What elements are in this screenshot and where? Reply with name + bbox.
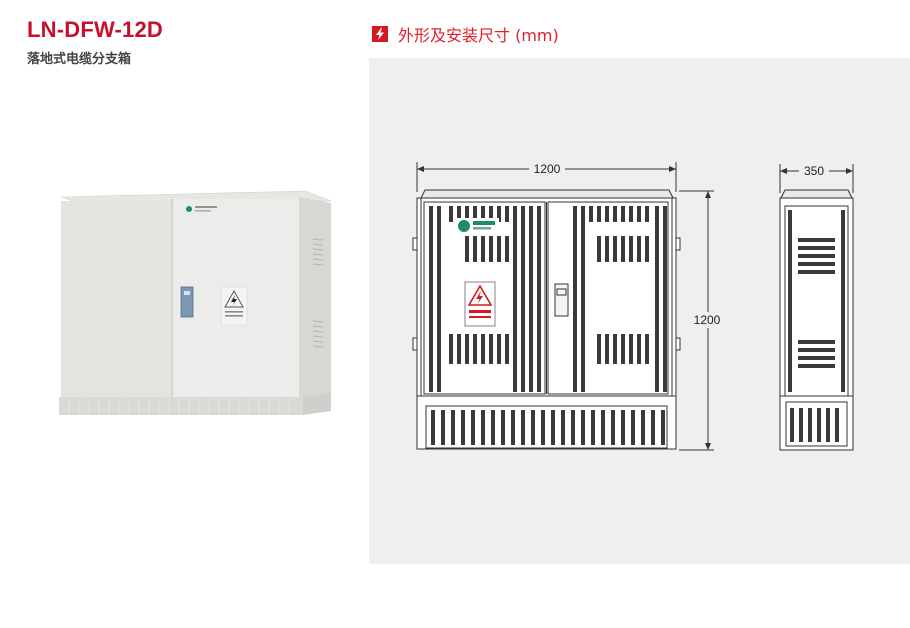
width-dimension-label: 1200	[534, 162, 561, 176]
cabinet-photo	[59, 190, 332, 415]
depth-dimension-label: 350	[804, 164, 824, 178]
dimensions-section-header: 外形及安装尺寸 (mm)	[372, 22, 559, 46]
product-model-title: LN-DFW-12D	[27, 17, 163, 42]
dimensions-section-label: 外形及安装尺寸 (mm)	[398, 26, 559, 45]
height-dimension-label: 1200	[694, 313, 721, 327]
dimension-drawing: 1200 1200 350	[412, 161, 854, 451]
product-name-subtitle: 落地式电缆分支箱	[27, 52, 132, 67]
lightning-bolt-icon	[372, 26, 388, 42]
high-voltage-warning-icon	[464, 281, 496, 327]
dimension-drawing-panel: 1200 1200 350	[369, 58, 910, 564]
grid-logo-icon	[455, 218, 499, 234]
